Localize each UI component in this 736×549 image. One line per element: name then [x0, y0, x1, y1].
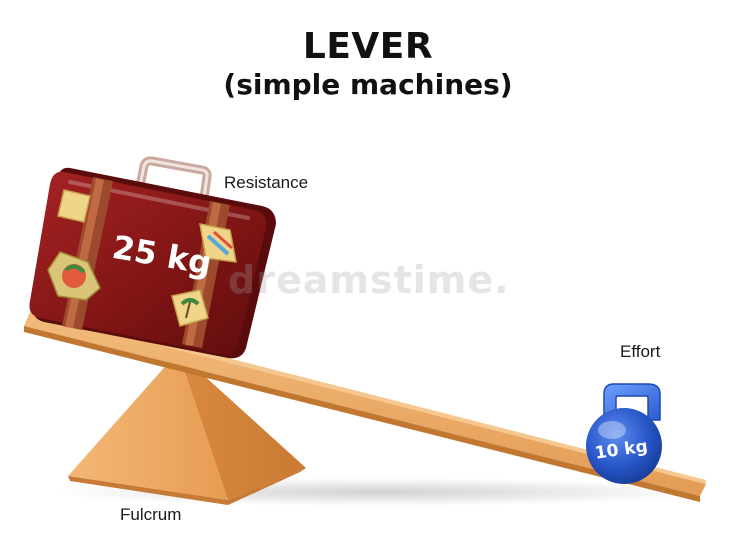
- sticker-palm-left: [47, 251, 101, 301]
- page-subtitle: (simple machines): [223, 68, 513, 101]
- sticker-yellow-top: [57, 189, 91, 223]
- kettlebell-10kg: 10 kg: [586, 383, 662, 484]
- resistance-label: Resistance: [224, 173, 309, 192]
- effort-label: Effort: [620, 342, 661, 361]
- fulcrum-label: Fulcrum: [120, 505, 182, 524]
- watermark: dreamstime.: [228, 258, 510, 302]
- page-title: LEVER: [302, 26, 434, 67]
- fulcrum: [68, 352, 306, 505]
- sticker-stripes-right: [199, 223, 237, 263]
- suitcase-25kg: 25 kg: [29, 156, 276, 359]
- sticker-palm-bottom: [171, 289, 209, 327]
- lever-board: [24, 310, 706, 502]
